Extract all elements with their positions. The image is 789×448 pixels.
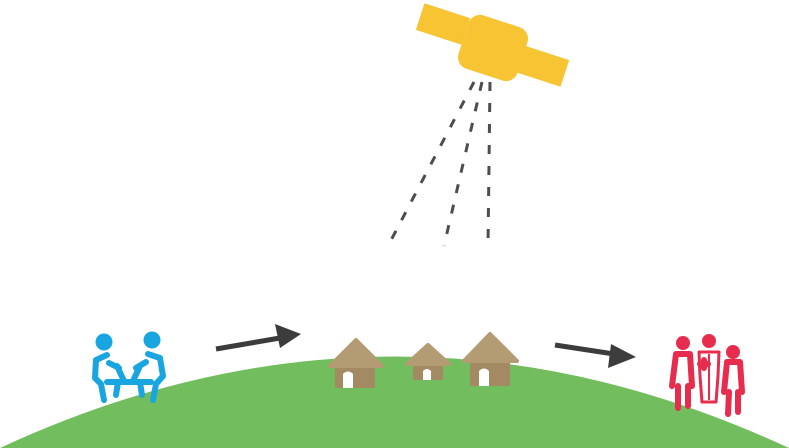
health-worker-left-head (676, 336, 690, 350)
signal-beam-middle (444, 82, 482, 246)
signal-beam-left (388, 82, 474, 246)
planner-right-head (144, 332, 161, 349)
hut-roof (464, 334, 517, 361)
hut-large-left (330, 340, 382, 388)
hut-roof (407, 345, 449, 364)
arrow-right-icon (216, 324, 301, 349)
satellite-left-panel (416, 3, 470, 44)
health-workers-icon (672, 334, 742, 414)
laptop-screens (117, 366, 140, 381)
satellite-icon (416, 3, 569, 86)
village-huts-icon (330, 334, 517, 388)
arrow-head (608, 344, 636, 368)
table-leg-left (116, 382, 118, 395)
planner-left-head (96, 334, 113, 351)
arrow-shaft (216, 338, 280, 349)
hut-door (343, 372, 353, 389)
medical-cross-icon (700, 360, 708, 368)
arrow-head (275, 324, 301, 348)
signal-beams-icon (388, 82, 490, 246)
health-worker-right-head (726, 345, 740, 359)
table-leg-right (140, 382, 142, 395)
health-worker-left-body (672, 354, 692, 408)
hut-roof (330, 340, 382, 366)
hut-door (423, 369, 431, 380)
arrow-right-icon (555, 344, 636, 368)
hut-door (479, 369, 489, 387)
hut-large-right (464, 334, 517, 386)
signal-beam-right (488, 82, 490, 246)
health-worker-right-body (724, 362, 742, 414)
people-at-table-icon (95, 332, 163, 401)
hut-small-middle (407, 345, 449, 380)
arrow-shaft (555, 345, 614, 354)
health-worker-center-head (702, 334, 716, 348)
